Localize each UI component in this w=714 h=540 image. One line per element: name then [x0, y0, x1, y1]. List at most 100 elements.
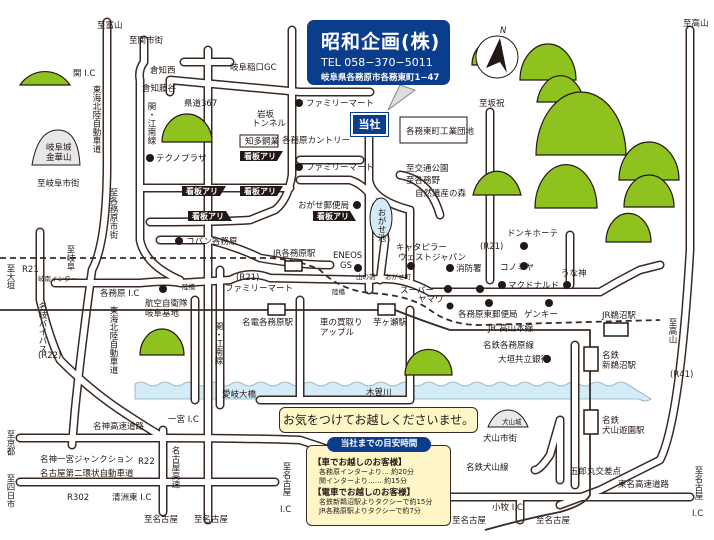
notice-banner: お気をつけてお越しくださいませ。: [279, 407, 478, 433]
svg-text:アップル: アップル: [320, 328, 355, 338]
svg-text:至各務原市街: 至各務原市街: [108, 188, 118, 240]
svg-text:コノミヤ: コノミヤ: [500, 263, 534, 273]
svg-text:犬山城: 犬山城: [502, 417, 522, 426]
svg-text:陸橋: 陸橋: [182, 282, 196, 291]
svg-text:ゲンキー: ゲンキー: [524, 309, 558, 320]
svg-text:R21: R21: [22, 265, 39, 275]
road: [136, 37, 183, 283]
svg-text:至富山: 至富山: [97, 20, 123, 31]
svg-text:GS: GS: [340, 261, 352, 271]
billboards: 看板アリ 看板アリ 看板アリ 看板アリ 看板アリ: [182, 151, 356, 221]
svg-text:陸橋: 陸橋: [332, 287, 346, 296]
svg-text:JR各務原駅: JR各務原駅: [272, 248, 316, 259]
svg-text:消防署: 消防署: [456, 263, 482, 274]
svg-text:(R21): (R21): [236, 273, 259, 283]
svg-text:至名古屋: 至名古屋: [536, 515, 571, 526]
svg-text:看板アリ: 看板アリ: [185, 186, 218, 196]
svg-text:県道367: 県道367: [184, 98, 217, 109]
svg-text:ファミリーマート: ファミリーマート: [225, 284, 293, 294]
train-row: 名鉄新鵜沼駅よりタクシーで約15分: [319, 498, 433, 506]
svg-text:ENEOS: ENEOS: [333, 251, 362, 261]
svg-text:ヤマワ: ヤマワ: [418, 295, 444, 305]
meitetsu-line: [0, 309, 591, 531]
svg-text:各務原 I.C: 各務原 I.C: [100, 288, 139, 299]
company-name: 昭和企画(株): [321, 31, 441, 53]
svg-text:至岐阜: 至岐阜: [65, 245, 75, 271]
svg-text:名鉄: 名鉄: [602, 350, 620, 361]
svg-text:名神一宮ジャンクション: 名神一宮ジャンクション: [40, 454, 133, 465]
svg-text:R22: R22: [138, 457, 155, 467]
svg-text:各務原カントリー: 各務原カントリー: [282, 135, 350, 146]
svg-text:名鉄各務原線: 名鉄各務原線: [483, 340, 535, 351]
svg-text:マクドナルド: マクドナルド: [508, 281, 559, 291]
svg-text:岐南インター: 岐南インター: [38, 274, 77, 283]
svg-text:清洲東 I.C: 清洲東 I.C: [112, 492, 151, 503]
svg-text:至交通公園: 至交通公園: [406, 163, 449, 174]
svg-text:関・江南線: 関・江南線: [213, 322, 223, 365]
jr-takayama-line: [0, 257, 661, 326]
svg-text:至高山: 至高山: [683, 18, 709, 29]
train-row: JR各務原駅よりタクシーで約7分: [319, 507, 421, 515]
station-meiden-kakamigahara: [267, 303, 286, 316]
svg-text:看板アリ: 看板アリ: [191, 211, 224, 221]
svg-text:至大垣: 至大垣: [5, 264, 15, 290]
svg-text:名鉄犬山線: 名鉄犬山線: [466, 462, 509, 473]
svg-text:JR鵜沼駅: JR鵜沼駅: [601, 310, 636, 321]
svg-text:ウェストジャパン: ウェストジャパン: [398, 253, 466, 263]
nagoya-expressway-label: 名古屋高速: [170, 445, 180, 489]
svg-text:関 I.C: 関 I.C: [73, 69, 95, 79]
svg-text:至名古屋: 至名古屋: [144, 514, 179, 525]
svg-text:大垣共立銀行: 大垣共立銀行: [498, 354, 550, 365]
svg-text:名神高速道路: 名神高速道路: [93, 421, 145, 432]
svg-text:新鵜沼駅: 新鵜沼駅: [602, 360, 637, 371]
svg-text:木曽川: 木曽川: [366, 387, 392, 398]
chita-kozai-box: [239, 134, 279, 148]
svg-text:至京都: 至京都: [5, 430, 15, 456]
train-heading: 【電車でお越しのお客様】: [313, 488, 416, 498]
svg-text:キャタピラー: キャタピラー: [396, 243, 447, 253]
svg-text:岩坂: 岩坂: [257, 109, 275, 120]
svg-text:自然遺産の森: 自然遺産の森: [415, 188, 467, 199]
svg-text:山の前: 山の前: [356, 272, 376, 281]
station-shin-unuma: [583, 346, 599, 372]
svg-text:看板アリ: 看板アリ: [243, 186, 276, 196]
svg-text:岐阜稲口GC: 岐阜稲口GC: [230, 62, 277, 73]
svg-text:至関市街: 至関市街: [129, 35, 164, 46]
here-marker: 当社: [350, 112, 389, 137]
svg-text:金華山: 金華山: [46, 152, 72, 163]
station-jr-unuma: [603, 322, 629, 337]
svg-text:看板アリ: 看板アリ: [316, 211, 349, 221]
svg-text:一宮 I.C: 一宮 I.C: [168, 414, 199, 425]
svg-text:(R21): (R21): [480, 242, 503, 252]
svg-text:至坂祝: 至坂祝: [479, 98, 505, 109]
svg-text:岐阜城: 岐阜城: [46, 142, 72, 153]
svg-text:(R41): (R41): [670, 370, 693, 380]
car-heading: 【車でお越しのお客様】: [313, 458, 407, 468]
car-row: 関インターより…… 約15分: [319, 477, 407, 485]
road: [532, 417, 563, 483]
svg-text:各務原東郵便局: 各務原東郵便局: [458, 309, 518, 320]
ogase-pond: [369, 197, 393, 239]
svg-text:おがせ郵便局: おがせ郵便局: [298, 200, 349, 211]
gifu-castle-hill: [31, 129, 81, 166]
svg-text:テクノプラザ: テクノプラザ: [156, 154, 207, 164]
road: [37, 229, 168, 441]
svg-text:ファミリーマート: ファミリーマート: [306, 99, 374, 109]
guide-title: 当社までの目安時間: [327, 437, 431, 452]
svg-text:至各務野: 至各務野: [406, 175, 441, 186]
road: [557, 27, 693, 508]
svg-text:至名古屋: 至名古屋: [281, 462, 291, 497]
station-inuyama-yuen: [583, 409, 599, 435]
svg-text:(R22): (R22): [38, 351, 61, 361]
svg-text:トンネル: トンネル: [252, 119, 286, 129]
pointer-arrow: [387, 84, 417, 111]
svg-text:東名高速道路: 東名高速道路: [618, 479, 670, 490]
svg-text:名岐バイパス: 名岐バイパス: [37, 301, 47, 353]
svg-text:I.C: I.C: [280, 505, 291, 515]
svg-text:倉知藤谷: 倉知藤谷: [142, 83, 177, 94]
road: [397, 172, 443, 218]
svg-text:東海北陸自動車道: 東海北陸自動車道: [91, 84, 101, 154]
svg-text:おがせ町: おがせ町: [385, 272, 412, 281]
svg-text:おがせ池: おがせ池: [376, 208, 386, 242]
svg-text:犬山遊園駅: 犬山遊園駅: [602, 425, 645, 436]
